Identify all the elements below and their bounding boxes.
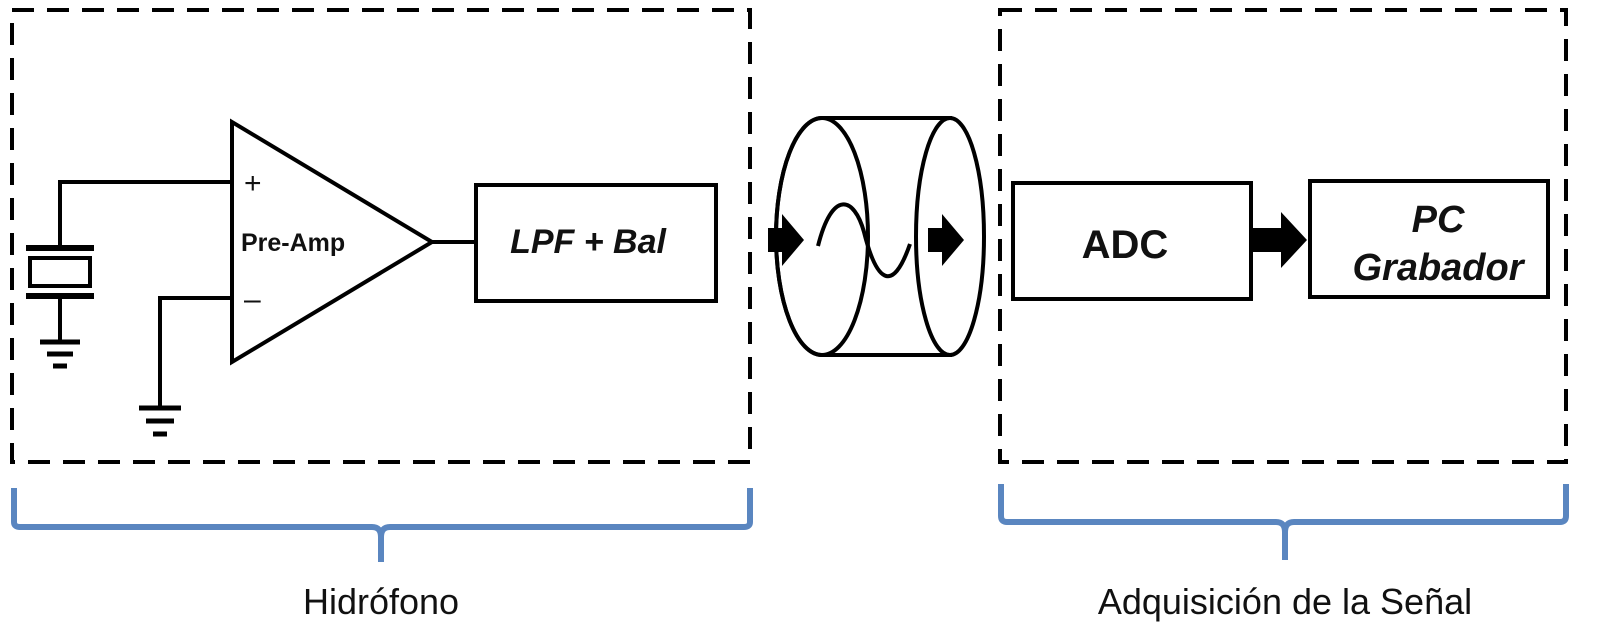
piezo-crystal-icon (26, 180, 232, 342)
filter-label: LPF + Bal (510, 223, 667, 261)
amp-label: Pre-Amp (241, 229, 345, 257)
ground-icon (40, 339, 80, 369)
arrow-right-icon (768, 214, 804, 266)
adc-label: ADC (1082, 223, 1169, 267)
op-amp-triangle (230, 118, 436, 366)
pc-label-line1: PC (1412, 199, 1465, 241)
sine-wave-icon (816, 202, 912, 279)
arrow-right-icon (928, 214, 964, 266)
filter-block (474, 183, 718, 303)
ground-wire (158, 296, 232, 408)
ground-icon (139, 405, 181, 437)
hydrophone-caption: Hidrófono (303, 581, 459, 622)
pc-label-line2: Grabador (1352, 247, 1525, 289)
adc-block (1011, 181, 1253, 301)
arrow-right-icon (1253, 212, 1307, 268)
acquisition-boundary (998, 8, 1568, 464)
hydrophone-boundary (10, 8, 752, 464)
acquisition-brace (998, 484, 1569, 560)
acquisition-caption: Adquisición de la Señal (1098, 581, 1472, 622)
amp-minus-sign: – (244, 283, 261, 316)
hydrophone-brace (11, 488, 753, 562)
pc-recorder-block (1308, 179, 1550, 299)
amp-plus-sign: + (244, 167, 262, 200)
